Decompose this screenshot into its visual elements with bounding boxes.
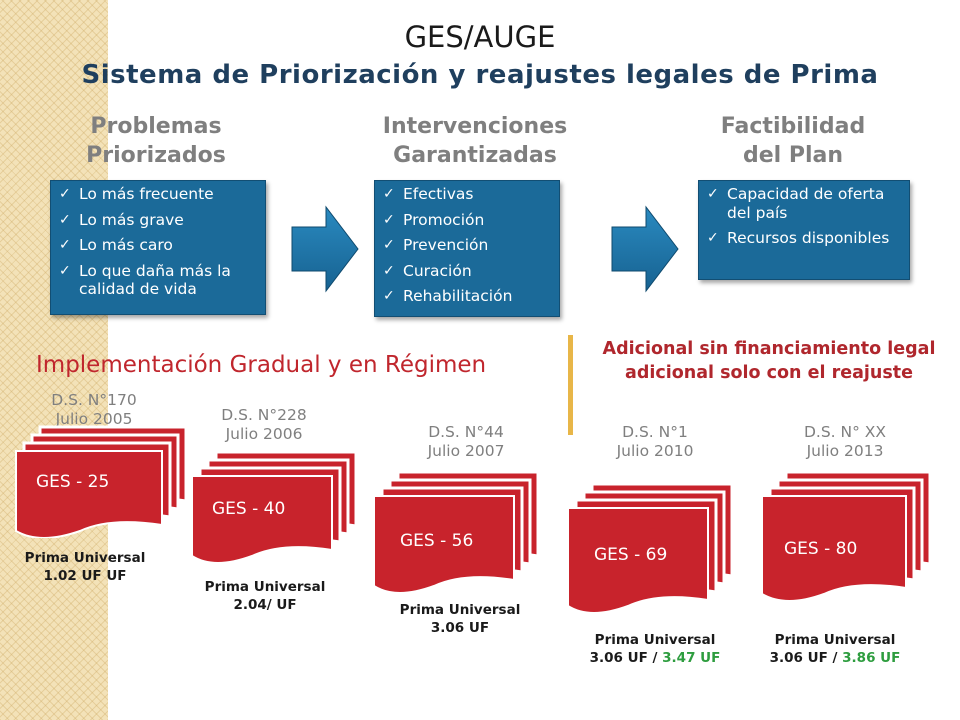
svg-text:GES - 25: GES - 25 <box>36 472 109 492</box>
list-item: ✓Rehabilitación <box>383 287 513 305</box>
svg-text:GES - 80: GES - 80 <box>784 539 857 559</box>
arrow-right-icon <box>291 205 359 293</box>
prima-label: Prima Universal 3.06 UF <box>399 602 521 636</box>
check-icon: ✓ <box>707 230 719 246</box>
list-item: ✓Capacidad de oferta del país <box>707 185 885 222</box>
check-icon: ✓ <box>383 288 395 304</box>
prima-label: Prima Universal 3.06 UF / 3.47 UF <box>589 632 721 666</box>
list-item: ✓Recursos disponibles <box>707 229 890 247</box>
list-item: ✓Promoción <box>383 210 485 229</box>
divider <box>568 335 573 435</box>
additional-note: Adicional sin financiamiento legal adici… <box>602 339 936 383</box>
intervenciones-box: ✓Efectivas ✓Promoción ✓Prevención ✓Curac… <box>374 180 560 317</box>
prima-label: Prima Universal 2.04/ UF <box>204 579 326 613</box>
prima-label: Prima Universal 3.06 UF / 3.86 UF <box>769 632 901 666</box>
check-icon: ✓ <box>59 186 71 202</box>
decree-label: D.S. N°228 Julio 2006 <box>221 406 307 443</box>
decree-label: D.S. N°170 Julio 2005 <box>51 391 137 428</box>
check-icon: ✓ <box>59 211 71 228</box>
problemas-box: ✓Lo más frecuente ✓Lo más grave ✓Lo más … <box>50 180 266 315</box>
check-icon: ✓ <box>59 237 71 253</box>
check-icon: ✓ <box>383 211 395 228</box>
check-icon: ✓ <box>707 186 719 202</box>
column-heading-intervenciones: Intervenciones Garantizadas <box>382 114 568 168</box>
svg-text:GES - 40: GES - 40 <box>212 499 285 519</box>
prima-label: Prima Universal 1.02 UF UF <box>24 550 146 584</box>
svg-text:GES - 69: GES - 69 <box>594 545 667 565</box>
page-subtitle: Sistema de Priorización y reajustes lega… <box>81 60 879 90</box>
ges-document-stack-icon: GES - 25 <box>15 425 188 538</box>
ges-document-stack-icon: GES - 40 <box>191 450 358 563</box>
arrow-right-icon <box>611 205 679 293</box>
ges-document-stack-icon: GES - 56 <box>373 470 540 594</box>
list-item: ✓Lo más frecuente <box>59 185 214 203</box>
list-item: ✓Efectivas <box>383 185 474 203</box>
list-item: ✓Prevención <box>383 236 489 254</box>
decree-label: D.S. N° XX Julio 2013 <box>803 423 887 460</box>
check-icon: ✓ <box>383 186 395 202</box>
list-item: ✓Lo que daña más la calidad de vida <box>59 261 231 299</box>
page-title: GES/AUGE <box>404 20 556 54</box>
implementation-title: Implementación Gradual y en Régimen <box>36 352 487 378</box>
column-heading-problemas: Problemas Priorizados <box>86 114 226 168</box>
column-heading-factibilidad: Factibilidad del Plan <box>720 114 866 168</box>
list-item: ✓Lo más grave <box>59 210 184 229</box>
decree-label: D.S. N°1 Julio 2010 <box>616 423 694 460</box>
ges-document-stack-icon: GES - 80 <box>761 470 932 602</box>
decree-label: D.S. N°44 Julio 2007 <box>427 423 505 460</box>
list-item: ✓Lo más caro <box>59 236 173 254</box>
decorative-left-strip <box>0 0 108 720</box>
check-icon: ✓ <box>383 237 395 253</box>
ges-document-stack-icon: GES - 69 <box>567 482 734 614</box>
check-icon: ✓ <box>59 262 71 279</box>
factibilidad-box: ✓Capacidad de oferta del país ✓Recursos … <box>698 180 910 280</box>
svg-text:GES - 56: GES - 56 <box>400 531 473 551</box>
list-item: ✓Curación <box>383 261 472 280</box>
check-icon: ✓ <box>383 262 395 279</box>
